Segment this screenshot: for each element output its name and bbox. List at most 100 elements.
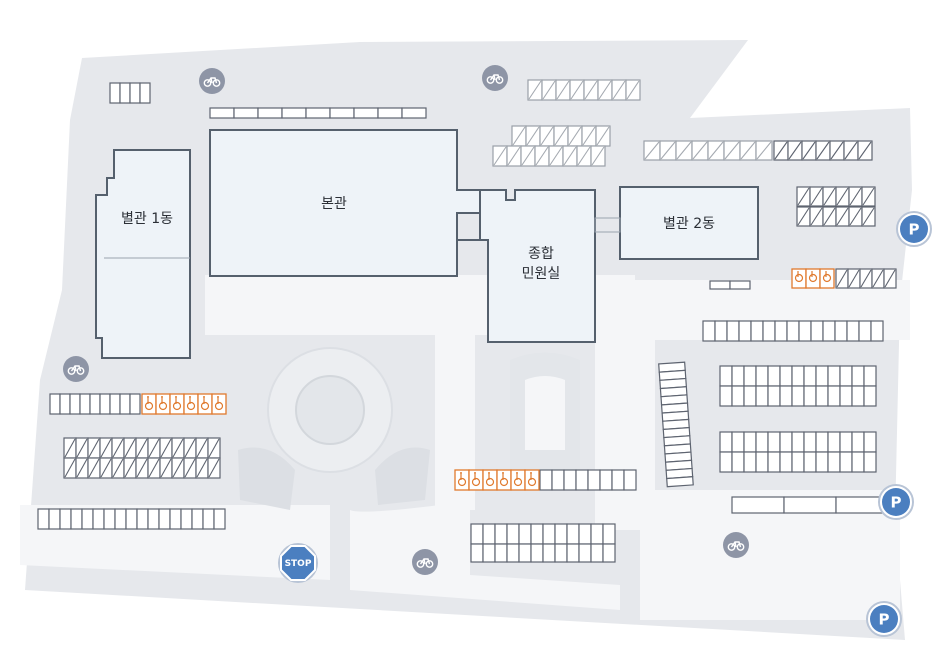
parking-space (827, 431, 841, 453)
parking-space (767, 385, 781, 407)
parking-space (305, 107, 331, 119)
hatch-mark (549, 146, 563, 166)
parking-space (89, 393, 101, 415)
hatch-mark (112, 438, 124, 458)
bicycle-icon[interactable] (482, 65, 508, 91)
parking-row (109, 82, 151, 104)
hatch-mark (849, 207, 862, 226)
parking-space (119, 82, 131, 104)
parking-space (863, 365, 877, 387)
hatch-mark (160, 458, 172, 478)
hatch-mark (836, 269, 848, 288)
hatch-mark (136, 438, 148, 458)
corridors (594, 217, 621, 233)
parking-space (839, 431, 853, 453)
parking-space (147, 508, 160, 530)
parking-space (180, 508, 193, 530)
hatch-mark (172, 438, 184, 458)
parking-space (729, 280, 751, 290)
building-main[interactable]: 본관 (209, 129, 481, 277)
wheelchair-icon (822, 271, 832, 283)
parking-space (791, 385, 805, 407)
parking-row (37, 508, 226, 530)
bicycle-icon[interactable] (199, 68, 225, 94)
parking-space (743, 365, 757, 387)
parking-row (731, 496, 889, 514)
hatch-mark (858, 141, 872, 160)
hatch-mark (196, 438, 208, 458)
hatch-mark (816, 141, 830, 160)
parking-space (767, 431, 781, 453)
parking-space (611, 469, 625, 491)
hatch-mark (64, 438, 76, 458)
hatch-mark (660, 141, 676, 160)
building-annex-1[interactable]: 별관 1동 (95, 149, 191, 359)
parking-row (773, 140, 873, 161)
parking-space (719, 431, 733, 453)
parking-marker[interactable]: P (866, 601, 902, 637)
parking-space (863, 451, 877, 473)
parking-row (511, 125, 611, 147)
parking-space (353, 107, 379, 119)
wheelchair-icon (499, 472, 509, 487)
parking-space (851, 451, 865, 473)
hatch-mark (612, 80, 626, 100)
hatch-mark (756, 141, 772, 160)
parking-space (578, 523, 592, 545)
building-main-label: 본관 (321, 196, 347, 212)
hatch-mark (884, 269, 896, 288)
parking-space (810, 320, 824, 342)
parking-space (846, 320, 860, 342)
parking-space (709, 280, 731, 290)
parking-space (779, 385, 793, 407)
parking-space (129, 393, 141, 415)
parking-space (738, 320, 752, 342)
parking-marker[interactable]: P (878, 484, 914, 520)
parking-space (470, 523, 484, 545)
parking-space (666, 476, 694, 488)
parking-space (731, 496, 785, 514)
hatch-mark (208, 458, 220, 478)
hatch-mark (76, 438, 88, 458)
parking-marker[interactable]: P (896, 211, 932, 247)
bicycle-icon[interactable] (63, 356, 89, 382)
parking-space (377, 107, 403, 119)
hatch-mark (160, 438, 172, 458)
parking-space (109, 393, 121, 415)
parking-space (822, 320, 836, 342)
hatch-mark (802, 141, 816, 160)
parking-space (719, 385, 733, 407)
hatch-mark (797, 187, 810, 206)
building-annex-2[interactable]: 별관 2동 (619, 186, 759, 260)
parking-marker-label: P (909, 221, 920, 239)
hatch-mark (563, 146, 577, 166)
hatch-mark (112, 458, 124, 478)
parking-space (602, 543, 616, 563)
parking-space (743, 451, 757, 473)
hatch-mark (598, 80, 612, 100)
stop-sign[interactable]: STOP (278, 543, 318, 583)
parking-space (791, 451, 805, 473)
parking-space (755, 385, 769, 407)
parking-space (779, 451, 793, 473)
parking-space (257, 107, 283, 119)
hatch-mark (512, 126, 526, 146)
parking-row (702, 320, 884, 342)
hatch-mark (848, 269, 860, 288)
hatch-mark (724, 141, 740, 160)
parking-space (99, 393, 111, 415)
hatch-mark (810, 207, 823, 226)
parking-space (518, 523, 532, 545)
parking-space (233, 107, 259, 119)
hatch-mark (692, 141, 708, 160)
parking-space (803, 385, 817, 407)
parking-space (49, 393, 61, 415)
parking-space (494, 523, 508, 545)
building-civil-service[interactable]: 종합 민원실 (479, 189, 596, 343)
bicycle-icon[interactable] (723, 532, 749, 558)
parking-space (858, 320, 872, 342)
bicycle-icon[interactable] (412, 549, 438, 575)
hatch-mark (556, 80, 570, 100)
hatch-mark (577, 146, 591, 166)
